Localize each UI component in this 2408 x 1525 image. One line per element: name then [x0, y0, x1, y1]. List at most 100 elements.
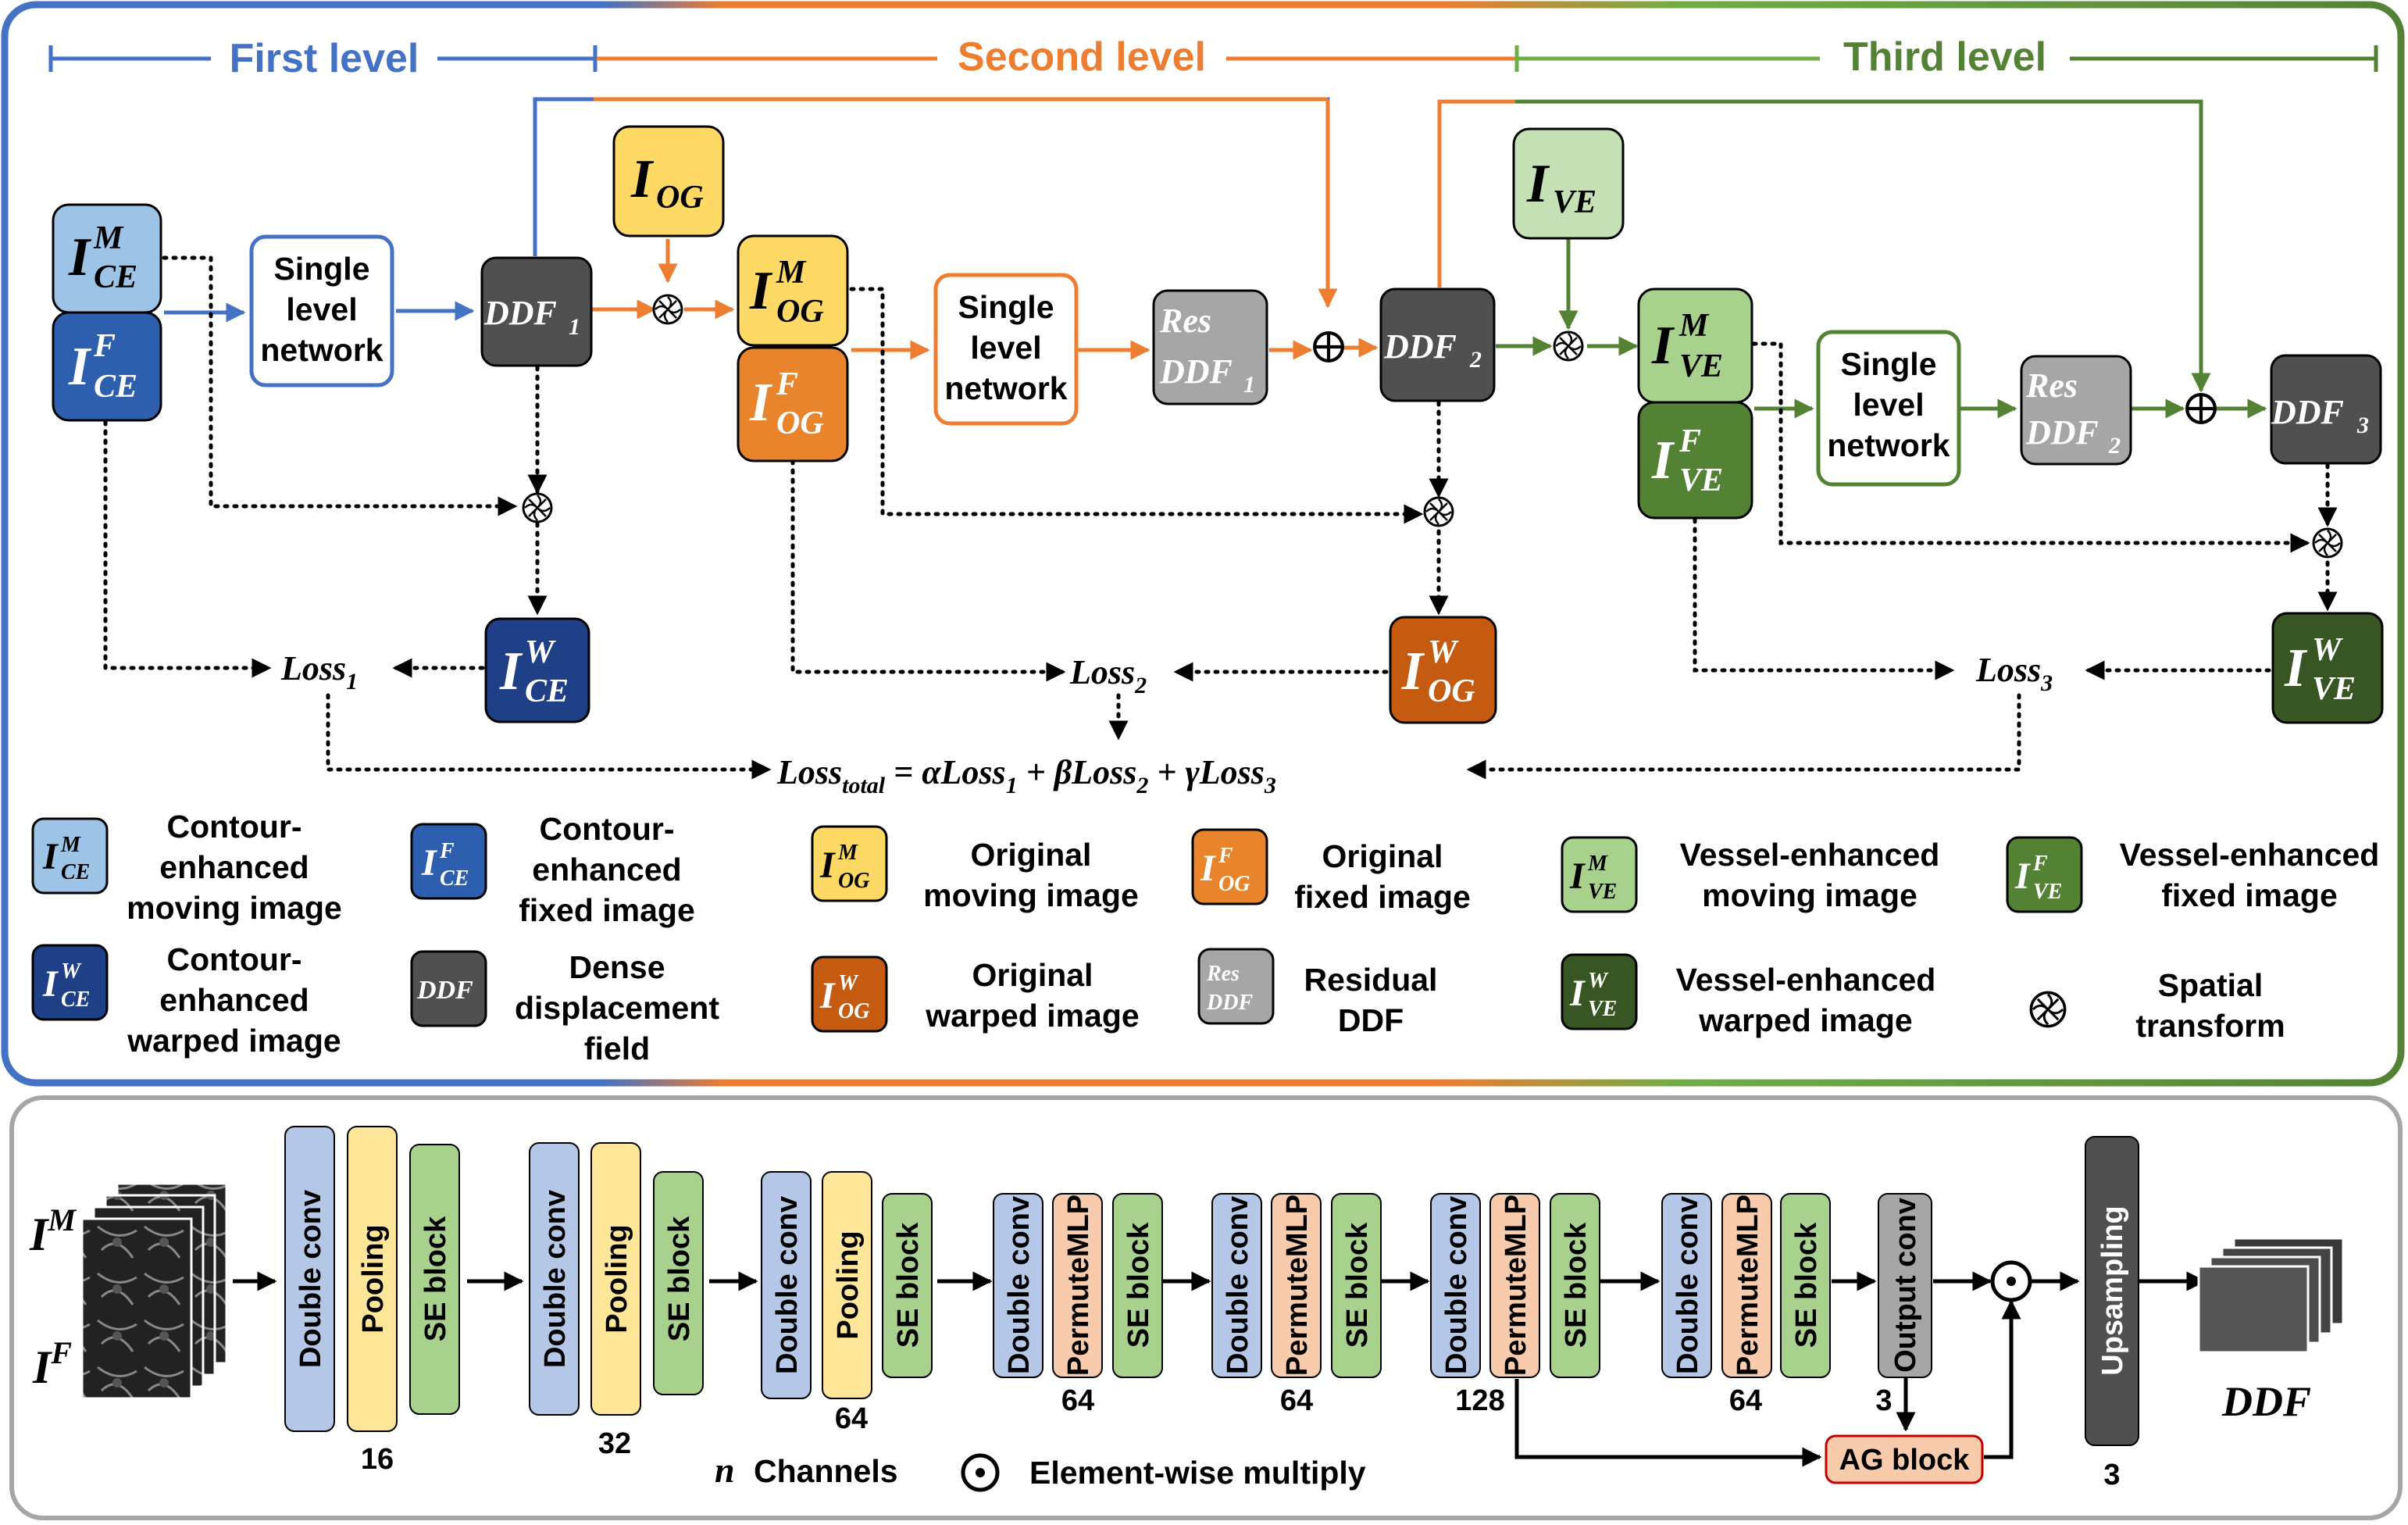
- svg-text:M: M: [776, 255, 807, 291]
- spatial-transform-icon: [2029, 991, 2067, 1028]
- svg-text:I: I: [749, 261, 773, 321]
- mlp-stage-2: Double conv PermuteMLP SE block: [1211, 1193, 1382, 1378]
- tile-i-og-m: I M OG: [737, 234, 849, 347]
- svg-text:field: field: [584, 1030, 650, 1066]
- tile-ddf-3: DDF 3: [2270, 354, 2382, 465]
- svg-text:I: I: [1401, 641, 1425, 702]
- svg-text:SE block: SE block: [892, 1222, 925, 1348]
- svg-text:Residual: Residual: [1304, 962, 1438, 998]
- svg-text:DDF: DDF: [1159, 352, 1233, 391]
- svg-text:VE: VE: [1553, 184, 1596, 220]
- svg-text:Vessel-enhanced: Vessel-enhanced: [2120, 837, 2380, 873]
- svg-text:enhanced: enhanced: [159, 982, 309, 1018]
- svg-text:I: I: [68, 337, 92, 397]
- svg-text:128: 128: [1455, 1384, 1504, 1417]
- svg-text:Single: Single: [1840, 346, 1936, 382]
- svg-text:Double conv: Double conv: [1671, 1196, 1704, 1374]
- svg-text:Original: Original: [972, 957, 1093, 993]
- svg-text:Element-wise multiply: Element-wise multiply: [1029, 1455, 1366, 1491]
- svg-text:W: W: [525, 634, 556, 670]
- tile-i-og: I OG: [612, 125, 725, 238]
- svg-text:Output conv: Output conv: [1889, 1198, 1922, 1373]
- svg-text:2: 2: [2108, 433, 2121, 459]
- svg-text:VE: VE: [1588, 997, 1617, 1021]
- svg-text:I: I: [421, 842, 438, 884]
- svg-text:Double conv: Double conv: [539, 1190, 572, 1368]
- svg-text:SE block: SE block: [1122, 1222, 1155, 1348]
- svg-text:Res: Res: [1206, 962, 1240, 986]
- single-level-network-3: Single level network: [1816, 330, 1961, 487]
- tile-i-og-w: I W OG: [1389, 616, 1497, 724]
- tile-ddf-2: DDF 2: [1379, 288, 1496, 402]
- svg-text:I: I: [1651, 430, 1675, 491]
- loss-total-equation: Losstotal = αLoss1 + βLoss2 + γLoss3: [776, 753, 1276, 798]
- output-ddf-label: DDF: [2221, 1378, 2311, 1425]
- svg-text:Original: Original: [1322, 838, 1443, 874]
- svg-text:OG: OG: [838, 869, 869, 893]
- flow-arrows: [164, 97, 2267, 419]
- svg-text:Double conv: Double conv: [1440, 1196, 1473, 1374]
- svg-text:SE block: SE block: [1560, 1222, 1593, 1348]
- spatial-transform-icon: [1553, 330, 1584, 362]
- tile-i-ce-f: I F CE: [52, 311, 162, 422]
- top-panel-frame: [1, 1, 2405, 1087]
- svg-text:1: 1: [1243, 372, 1255, 398]
- svg-text:OG: OG: [1428, 673, 1475, 709]
- svg-text:W: W: [838, 971, 859, 995]
- svg-text:Double conv: Double conv: [294, 1190, 327, 1368]
- svg-text:Contour-: Contour-: [166, 809, 301, 845]
- svg-text:OG: OG: [1218, 872, 1250, 896]
- svg-text:displacement: displacement: [515, 990, 719, 1026]
- svg-text:VE: VE: [1679, 462, 1723, 498]
- svg-text:64: 64: [835, 1402, 868, 1435]
- svg-text:3: 3: [2103, 1459, 2120, 1491]
- loss-arrows: [103, 255, 2338, 780]
- svg-text:F: F: [1218, 844, 1233, 868]
- svg-text:enhanced: enhanced: [159, 849, 309, 885]
- svg-text:F: F: [1678, 423, 1701, 459]
- svg-text:CE: CE: [94, 259, 137, 295]
- svg-text:64: 64: [1729, 1384, 1762, 1417]
- svg-text:transform: transform: [2135, 1008, 2285, 1044]
- svg-text:Double conv: Double conv: [1003, 1196, 1036, 1374]
- loss-3: Loss3: [1975, 651, 2053, 696]
- svg-text:level: level: [970, 330, 1041, 366]
- svg-text:PermuteMLP: PermuteMLP: [1500, 1195, 1532, 1376]
- svg-text:network: network: [944, 370, 1067, 406]
- svg-text:I: I: [630, 149, 655, 209]
- svg-text:OG: OG: [776, 294, 824, 330]
- output-ddf-volume: [2197, 1237, 2345, 1354]
- svg-text:OG: OG: [656, 180, 704, 216]
- svg-text:Pooling: Pooling: [601, 1224, 633, 1333]
- svg-text:I: I: [499, 641, 523, 702]
- upsampling-block: Upsampling: [2085, 1136, 2139, 1446]
- ag-block: AG block: [1825, 1434, 1984, 1484]
- svg-text:PermuteMLP: PermuteMLP: [1062, 1195, 1095, 1376]
- mlp-stage-1: Double conv PermuteMLP SE block: [993, 1193, 1163, 1378]
- svg-text:M: M: [1678, 308, 1710, 344]
- svg-text:I: I: [1526, 154, 1550, 214]
- spatial-transform-icon: [2312, 527, 2343, 559]
- svg-text:VE: VE: [1588, 880, 1617, 904]
- svg-text:I: I: [42, 836, 59, 877]
- svg-text:VE: VE: [2033, 880, 2062, 904]
- encoder-stage-1: Double conv Pooling SE block: [284, 1126, 460, 1432]
- svg-text:level: level: [1853, 387, 1924, 423]
- svg-text:DDF: DDF: [416, 976, 473, 1005]
- input-fixed-label: IF: [32, 1335, 72, 1393]
- second-level-label: Second level: [958, 34, 1206, 80]
- svg-text:Dense: Dense: [569, 949, 665, 985]
- svg-text:I: I: [819, 975, 837, 1016]
- svg-text:I: I: [819, 845, 837, 886]
- svg-text:CE: CE: [440, 866, 469, 891]
- svg-text:level: level: [286, 291, 357, 327]
- svg-text:moving image: moving image: [1702, 877, 1917, 913]
- svg-text:DDF: DDF: [1206, 991, 1253, 1015]
- svg-text:PermuteMLP: PermuteMLP: [1732, 1195, 1764, 1376]
- tile-res-ddf-1: Res DDF 1: [1152, 289, 1268, 405]
- svg-text:CE: CE: [61, 860, 90, 884]
- svg-text:SE block: SE block: [419, 1216, 452, 1341]
- svg-text:SE block: SE block: [663, 1216, 696, 1341]
- encoder-stage-2: Double conv Pooling SE block: [529, 1142, 704, 1416]
- add-icon: [1315, 333, 1343, 361]
